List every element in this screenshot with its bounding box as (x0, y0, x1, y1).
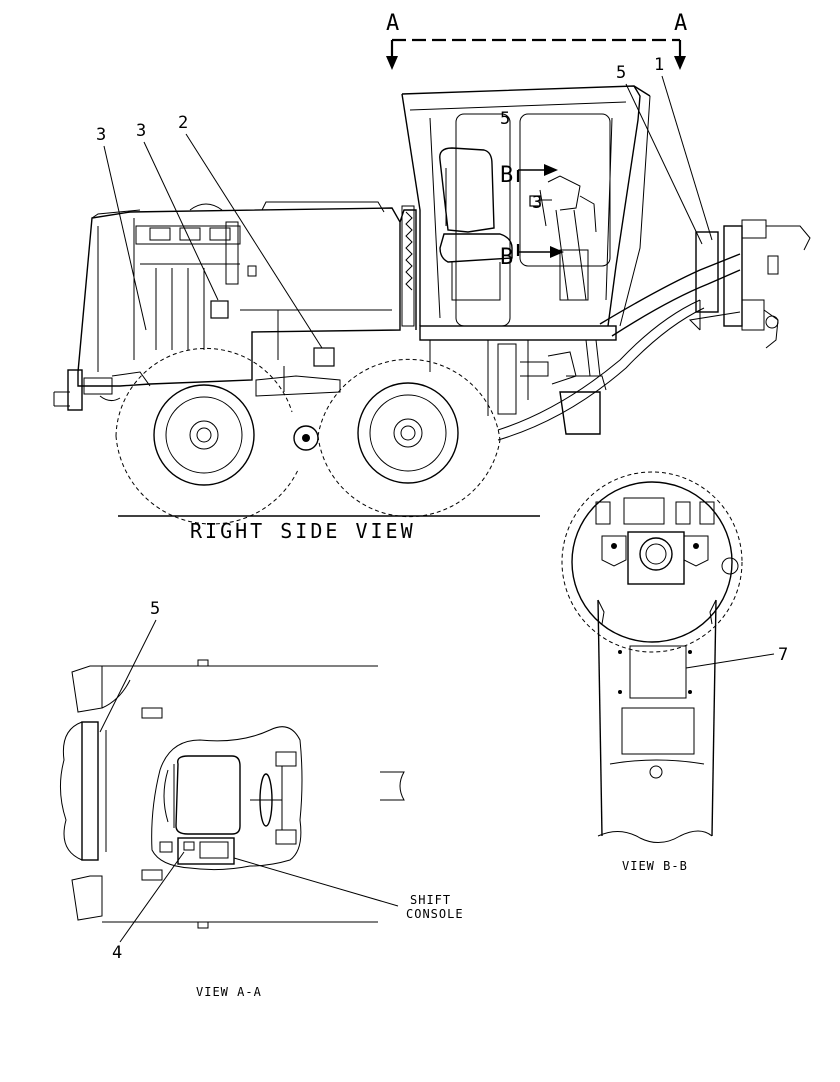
callout-3-left: 3 (96, 125, 106, 145)
callout-5-view-a: 5 (150, 599, 160, 619)
shift-console (177, 837, 235, 865)
callout-1: 1 (654, 55, 664, 75)
callouts-view-b-b: 7 (685, 645, 788, 669)
callouts-view-a-a: 5 4 SHIFT CONSOLE (99, 599, 464, 963)
decal-3-mid (210, 300, 229, 319)
callout-3-mid: 3 (136, 121, 146, 141)
view-a-a (60, 659, 405, 929)
callouts-side-view: 3 3 2 5 3 5 1 (96, 55, 713, 349)
section-line-a-a: A A (386, 11, 687, 70)
rear-wheel (115, 347, 299, 525)
label-right-side-view: RIGHT SIDE VIEW (190, 519, 416, 543)
section-mark-a-right: A (674, 11, 687, 36)
cab-rops (401, 85, 651, 327)
label-shift-console-line1: SHIFT (410, 893, 451, 907)
right-side-view: B B (53, 85, 811, 525)
engine-enclosure (77, 207, 401, 387)
callout-5-cab: 5 (500, 109, 510, 129)
callout-2: 2 (178, 113, 188, 133)
label-shift-console-line2: CONSOLE (406, 907, 464, 921)
tandem-wheel (317, 358, 501, 518)
section-mark-b-upper: B (500, 163, 513, 188)
callout-4: 4 (112, 943, 122, 963)
section-line-b-b: B B (500, 163, 564, 270)
callout-3-cab: 3 (532, 193, 542, 213)
decal-2 (313, 347, 335, 367)
view-b-b (561, 471, 743, 843)
section-mark-a-left: A (386, 11, 399, 36)
callout-5-rear: 5 (616, 63, 626, 83)
callout-7: 7 (778, 645, 788, 665)
label-view-b-b: VIEW B-B (622, 859, 688, 873)
section-mark-b-lower: B (500, 245, 513, 270)
label-view-a-a: VIEW A-A (196, 985, 262, 999)
